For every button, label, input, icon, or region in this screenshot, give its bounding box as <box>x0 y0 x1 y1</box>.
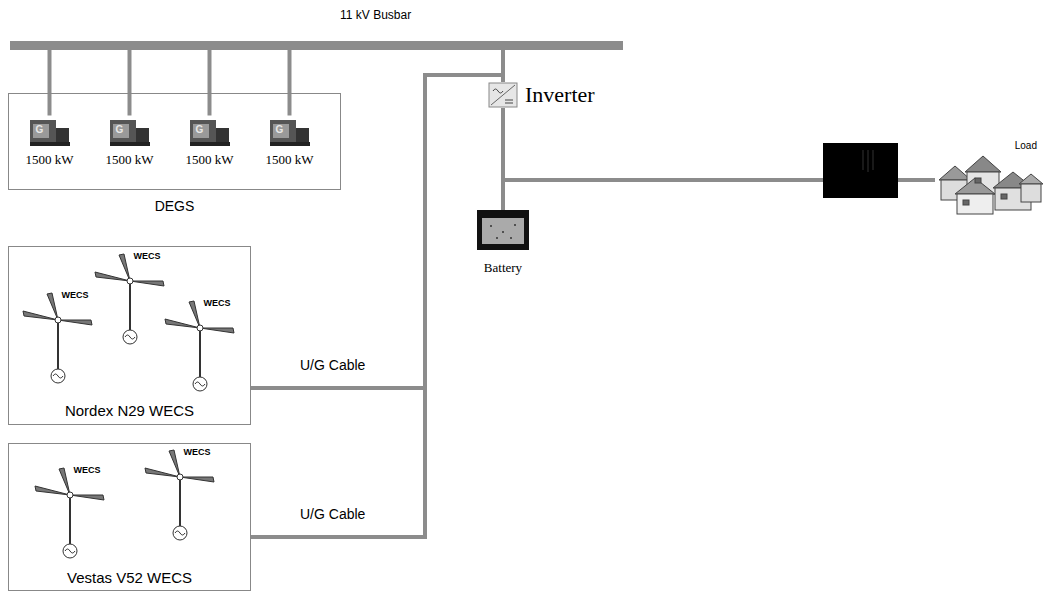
rating-label: 1500 kW <box>12 152 88 168</box>
cable-line <box>251 45 503 388</box>
generator-letter: G <box>276 124 284 135</box>
generator-letter: G <box>196 124 204 135</box>
wind-turbine: WECS <box>30 465 110 560</box>
generator-group: DEGSG1500 kWG1500 kWG1500 kWG1500 kW <box>8 93 341 190</box>
cable-line <box>48 45 52 116</box>
wind-turbine-label: WECS <box>204 298 231 308</box>
wind-turbine-label: WECS <box>62 290 89 300</box>
load: Load <box>935 140 1043 220</box>
bus-icon <box>10 36 623 45</box>
inv-icon <box>488 82 518 108</box>
battery-label: Battery <box>473 260 533 276</box>
cable-label: U/G Cable <box>298 506 367 522</box>
generator-node: G 1500 kW <box>252 114 328 170</box>
generator-node: G 1500 kW <box>92 114 168 170</box>
wind-turbine-label: WECS <box>134 251 161 261</box>
generator-node: G 1500 kW <box>172 114 248 170</box>
battery: Battery <box>473 210 533 276</box>
wind-turbine: WECS <box>140 447 220 542</box>
rating-label: 1500 kW <box>172 152 248 168</box>
busbar: 11 kV Busbar <box>10 6 623 46</box>
rating-label: 1500 kW <box>92 152 168 168</box>
busbar-label: 11 kV Busbar <box>340 8 411 22</box>
generator-letter: G <box>36 124 44 135</box>
inverter: Inverter <box>488 82 618 110</box>
turb-icon <box>18 290 98 385</box>
turb-icon <box>90 251 170 346</box>
wind-farm-box: Vestas V52 WECS WECS WECS <box>8 443 251 591</box>
wind-farm-box-label: Nordex N29 WECS <box>9 402 250 419</box>
generator-group-label: DEGS <box>9 198 340 214</box>
cable-line <box>288 45 292 116</box>
turb-icon <box>140 447 220 542</box>
wind-turbine: WECS <box>90 251 170 346</box>
bat-icon <box>477 210 529 250</box>
inverter-label: Inverter <box>525 82 595 108</box>
turb-icon <box>160 298 240 393</box>
cable-line <box>128 45 132 116</box>
wind-turbine: WECS <box>160 298 240 393</box>
wind-turbine: WECS <box>18 290 98 385</box>
wind-farm-box-label: Vestas V52 WECS <box>9 569 250 586</box>
generator-node: G 1500 kW <box>12 114 88 170</box>
cable-line <box>251 45 503 537</box>
houses-icon <box>935 150 1043 218</box>
turb-icon <box>30 465 110 560</box>
generator-letter: G <box>116 124 124 135</box>
rating-label: 1500 kW <box>252 152 328 168</box>
cable-label: U/G Cable <box>298 357 367 373</box>
load-label: Load <box>1015 140 1037 151</box>
wind-turbine-label: WECS <box>74 465 101 475</box>
wind-farm-box: Nordex N29 WECS WECS WECS WECS <box>8 246 251 425</box>
wind-turbine-label: WECS <box>184 447 211 457</box>
cable-line <box>208 45 212 116</box>
